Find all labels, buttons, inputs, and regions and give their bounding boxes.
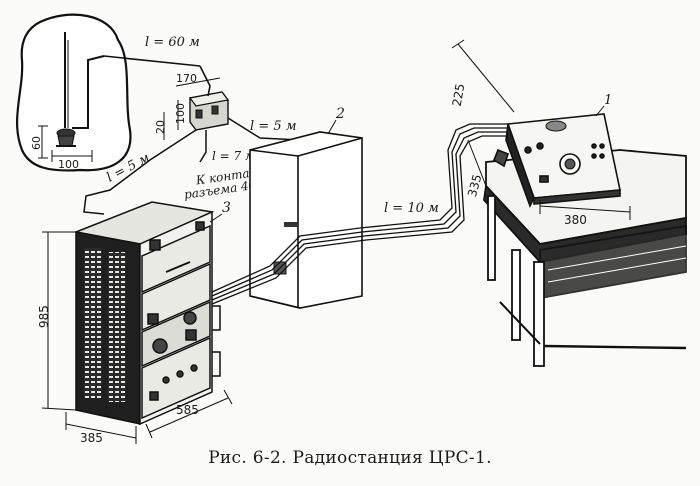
figure-caption: Рис. 6-2. Радиостанция ЦРС-1.	[208, 448, 492, 468]
mast-base-dim: 100	[58, 158, 79, 171]
antenna-cable-label: l = 60 м	[145, 35, 200, 50]
main-cables	[211, 123, 512, 305]
console-1	[493, 113, 621, 209]
console-dimensions	[451, 39, 631, 220]
callout-3: 3	[222, 200, 231, 216]
mast-height-dim: 60	[30, 136, 43, 150]
callout-2: 2	[335, 106, 345, 122]
desk-cable-label: l = 10 м	[384, 201, 439, 216]
console-depth-dim: 335	[465, 173, 484, 199]
rack-depth-dim: 585	[176, 403, 199, 417]
console-height-dim: 225	[450, 82, 468, 107]
junction-box	[163, 65, 230, 140]
right-cable-label: l = 5 м	[250, 119, 297, 134]
rack-dimensions	[41, 231, 233, 444]
box-height-dim: 100	[174, 103, 187, 124]
box-depth-dim: 20	[154, 120, 167, 134]
antenna-cloud	[15, 13, 132, 172]
antenna-mast	[38, 32, 201, 162]
rack-3	[73, 201, 221, 426]
box-width-dim: 170	[176, 72, 197, 85]
middle-cable-label: l = 7 м	[212, 149, 255, 163]
rack-width-dim: 385	[80, 431, 103, 445]
rack-height-dim: 985	[37, 305, 51, 328]
callout-1: 1	[604, 93, 612, 108]
console-width-dim: 380	[564, 213, 587, 227]
